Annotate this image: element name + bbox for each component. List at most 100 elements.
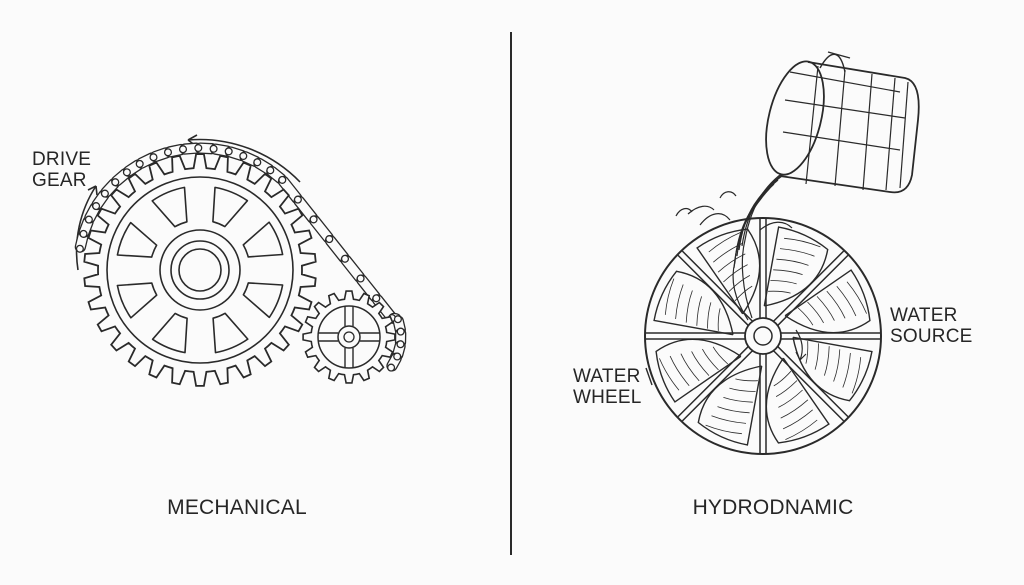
wheel-paddle-hatch — [779, 248, 815, 257]
chain-pin — [100, 189, 109, 198]
wheel-paddle-hatch — [685, 290, 693, 323]
wheel-paddle — [763, 226, 829, 307]
sprocket-spoke — [344, 306, 354, 326]
wheel-paddle — [655, 338, 742, 403]
chain-pin — [293, 195, 302, 204]
water-wheel-label: WATER WHEEL — [573, 366, 642, 408]
gear-rim — [106, 176, 294, 364]
sprocket-rim — [317, 305, 381, 369]
chain-pin — [372, 294, 381, 303]
wheel-paddle-hatch — [729, 387, 756, 392]
wheel-paddle-hatch — [824, 346, 830, 376]
chain-pin — [135, 159, 144, 168]
wheel-spoke — [677, 343, 756, 422]
wheel-paddle-hatch — [797, 307, 814, 326]
wheel-axle — [753, 326, 773, 346]
wheel-paddle-hatch — [702, 348, 719, 371]
water-source-label-line2: SOURCE — [890, 326, 973, 347]
sprocket-spoke — [360, 332, 380, 342]
wheel-rotation-arrow — [795, 329, 807, 361]
water-wheel-label-line2: WHEEL — [573, 387, 642, 408]
sprocket-axle — [343, 331, 355, 343]
wheel-paddle-hatch — [735, 378, 758, 382]
wheel-hub — [744, 317, 782, 355]
wheel-paddle-hatch — [705, 424, 742, 435]
wheel-paddle-hatch — [807, 301, 824, 324]
wheel-paddle-hatch — [784, 237, 821, 248]
chain-pin — [253, 158, 262, 167]
wheel-paddle-hatch — [785, 419, 818, 440]
chain-pin — [224, 147, 233, 156]
wheel-spoke — [777, 332, 880, 340]
water-source-label-line1: WATER — [890, 305, 958, 326]
small-sprocket-icon — [302, 290, 396, 384]
water-wheel-icon — [644, 217, 882, 455]
drive-gear-label-line1: DRIVE — [32, 149, 92, 170]
gear-hub-inner — [170, 240, 230, 300]
gear-spoke-window — [116, 221, 158, 258]
sprocket-spoke — [344, 348, 354, 368]
wheel-paddle — [784, 269, 871, 334]
chain-icon — [74, 142, 407, 372]
chain-pin — [122, 168, 131, 177]
gear-teeth-outline — [83, 153, 317, 387]
wheel-paddle — [653, 270, 734, 336]
wheel-spoke — [646, 332, 749, 340]
wheel-paddle-hatch — [696, 296, 702, 326]
wheel-paddle-hatch — [723, 264, 748, 283]
wheel-paddle-hatch — [723, 397, 753, 403]
chain-pin — [396, 340, 405, 349]
chain-pin — [396, 327, 405, 336]
chain-pin — [356, 274, 365, 283]
wheel-paddle-hatch — [707, 302, 712, 329]
wheel-paddle-hatch — [680, 353, 700, 382]
gear-spoke-window — [116, 282, 158, 319]
bucket-icon — [765, 51, 920, 194]
wheel-paddle-hatch — [770, 280, 797, 285]
wheel-paddle — [697, 365, 763, 446]
water-wheel-label-line1: WATER — [573, 366, 641, 387]
chain-pin — [149, 153, 158, 162]
sprocket-spoke — [318, 332, 338, 342]
wheel-paddle-hatch — [826, 290, 846, 319]
chain-pin — [209, 144, 218, 153]
chain-pin — [309, 215, 318, 224]
wheel-paddle-hatch — [773, 370, 792, 387]
wheel-paddle-hatch — [775, 380, 798, 397]
gear-spoke-window — [212, 312, 249, 354]
water-stream-icon — [675, 167, 793, 321]
wheel-paddle-hatch — [768, 290, 791, 294]
wheel-spoke — [759, 350, 767, 453]
wheel-paddle-hatch — [664, 278, 675, 315]
wheel-paddle-hatch — [691, 351, 710, 376]
wheel-paddle — [765, 357, 830, 444]
wheel-paddle-hatch — [675, 284, 684, 320]
wheel-spoke — [770, 250, 849, 329]
wheel-paddle-hatch — [659, 358, 680, 391]
wheel-paddle-hatch — [712, 346, 729, 365]
chain-pin — [194, 143, 203, 153]
wheel-paddle-hatch — [773, 269, 803, 275]
gear-spoke-window — [151, 312, 188, 354]
wheel-paddle-hatch — [734, 285, 753, 302]
drive-gear-icon — [83, 153, 317, 387]
wheel-paddle-hatch — [780, 399, 809, 419]
wheel-paddle-hatch — [851, 357, 862, 394]
hydrodynamic-caption: HYDRODNAMIC — [692, 496, 854, 519]
wheel-paddle-hatch — [669, 355, 690, 386]
gear-spoke-window — [151, 186, 188, 228]
wheel-paddle-hatch — [776, 258, 809, 266]
wheel-paddle-hatch — [814, 343, 819, 370]
gear-spoke-window — [242, 221, 284, 258]
chain-pin — [387, 363, 396, 372]
drive-gear-label-line2: GEAR — [32, 170, 87, 191]
wheel-paddle-hatch — [833, 349, 841, 382]
gear-spoke-window — [242, 282, 284, 319]
chain-pin — [75, 244, 84, 253]
gear-axle — [178, 248, 222, 292]
wheel-paddle-hatch — [836, 286, 857, 317]
chain-pin — [92, 202, 101, 211]
chain-pin — [79, 229, 88, 238]
